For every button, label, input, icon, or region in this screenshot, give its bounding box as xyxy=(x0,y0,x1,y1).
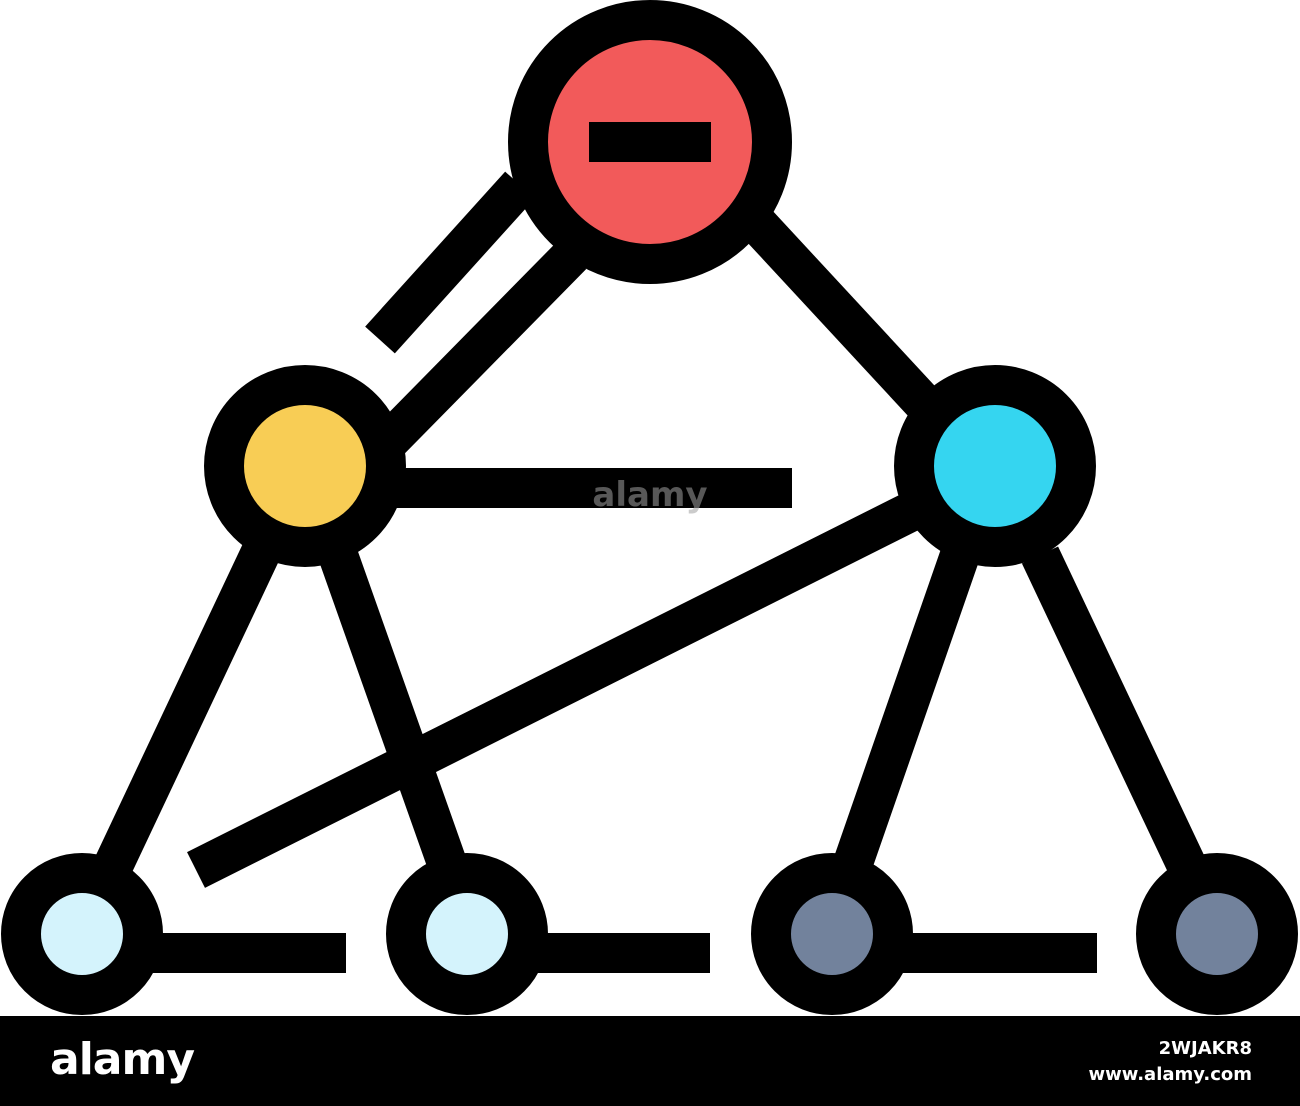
image-meta: 2WJAKR8 www.alamy.com xyxy=(1088,1036,1252,1088)
left-node xyxy=(204,365,406,567)
right-node xyxy=(894,365,1096,567)
leaf-node-2 xyxy=(386,853,548,1015)
nodes xyxy=(1,0,1298,1015)
edge-left-leaf2 xyxy=(319,548,467,873)
brand-logo: alamy xyxy=(50,1034,195,1085)
edge-right-leaf4 xyxy=(1021,546,1207,877)
edge-right-leaf3 xyxy=(833,548,979,873)
edge-top-left xyxy=(375,240,587,455)
edge-top-right xyxy=(737,204,943,422)
connector-lines xyxy=(93,171,1207,973)
watermark: alamy xyxy=(592,475,707,515)
footer-bar: alamy 2WJAKR8 www.alamy.com xyxy=(0,1016,1300,1106)
edge-right-diagonal xyxy=(187,494,919,888)
site-url: www.alamy.com xyxy=(1088,1064,1252,1085)
minus-icon xyxy=(589,122,711,162)
edge-top-left-outer xyxy=(365,171,535,354)
leaf-node-3 xyxy=(751,853,913,1015)
leaf-node-4 xyxy=(1136,853,1298,1015)
leaf-node-1 xyxy=(1,853,163,1015)
edge-left-leaf1 xyxy=(93,541,281,877)
network-diagram: alamy xyxy=(1,0,1298,1015)
image-code: 2WJAKR8 xyxy=(1158,1038,1252,1059)
